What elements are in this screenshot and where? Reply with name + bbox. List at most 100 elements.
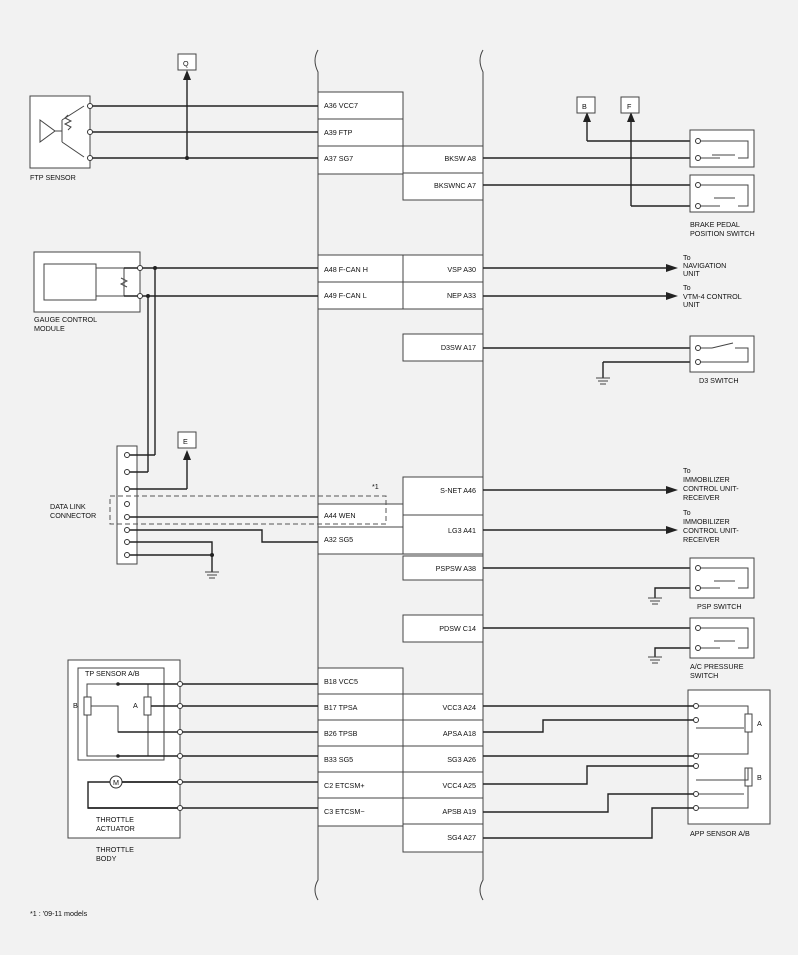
dlc-label-1: DATA LINK — [50, 502, 86, 511]
ref-q-box — [177, 53, 197, 71]
svg-text:To: To — [683, 283, 691, 292]
ref-b: B — [582, 102, 587, 111]
optional-circuit-box — [109, 495, 387, 525]
pin-a8: BKSW A8 — [444, 154, 476, 163]
ecm-left-pin-labels: A36 VCC7 A39 FTP A37 SG7 A48 F-CAN H A49… — [324, 101, 368, 816]
psp-switch-label: PSP SWITCH — [697, 602, 742, 611]
svg-text:To: To — [683, 253, 691, 262]
ref-b-box — [576, 96, 596, 114]
svg-text:UNIT: UNIT — [683, 300, 700, 309]
navigation-destination: To NAVIGATION UNIT — [683, 253, 726, 278]
ref-f: F — [627, 102, 632, 111]
throttle-body-label-1: THROTTLE — [96, 845, 134, 854]
tp-sensor-b-label: B — [73, 701, 78, 710]
svg-text:RECEIVER: RECEIVER — [683, 493, 720, 502]
pin-a38: PSPSW A38 — [436, 564, 476, 573]
app-a-label: A — [757, 719, 762, 728]
pin-a33: NEP A33 — [447, 291, 476, 300]
psp-switch: PSP SWITCH — [689, 557, 755, 611]
svg-text:RECEIVER: RECEIVER — [683, 535, 720, 544]
gauge-control-module: GAUGE CONTROL MODULE — [33, 251, 141, 333]
pin-c14: PDSW C14 — [439, 624, 476, 633]
pin-a18: APSA A18 — [443, 729, 476, 738]
ref-q: Q — [183, 59, 189, 68]
pin-a49: A49 F-CAN L — [324, 291, 367, 300]
ac-pressure-switch: A/C PRESSURE SWITCH — [689, 617, 755, 680]
throttle-body-label-2: BODY — [96, 854, 117, 863]
tp-sensor-label: TP SENSOR A/B — [85, 669, 140, 678]
pin-a27: SG4 A27 — [447, 833, 476, 842]
ground-icon — [648, 597, 662, 605]
pin-a44: A44 WEN — [324, 511, 356, 520]
svg-text:IMMOBILIZER: IMMOBILIZER — [683, 475, 730, 484]
immobilizer-destination-2: To IMMOBILIZER CONTROL UNIT- RECEIVER — [683, 508, 739, 544]
connector-a-upper-left — [317, 91, 404, 175]
connector-a-wen — [317, 503, 404, 555]
throttle-actuator-label-2: ACTUATOR — [96, 824, 135, 833]
throttle-body: TP SENSOR A/B B A M THROTTLE ACTUATOR TH… — [67, 659, 181, 863]
pin-b17: B17 TPSA — [324, 703, 358, 712]
pin-b33: B33 SG5 — [324, 755, 353, 764]
connector-d3sw — [402, 333, 484, 362]
pin-a17: D3SW A17 — [441, 343, 476, 352]
pin-a30: VSP A30 — [447, 265, 476, 274]
ac-switch-label-2: SWITCH — [690, 671, 718, 680]
connector-b-c — [317, 667, 404, 827]
gauge-label-2: MODULE — [34, 324, 65, 333]
app-sensor-label: APP SENSOR A/B — [690, 829, 750, 838]
tp-sensor-a-label: A — [133, 701, 138, 710]
pin-a32: A32 SG5 — [324, 535, 353, 544]
pin-a46: S-NET A46 — [440, 486, 476, 495]
pin-c3: C3 ETCSM− — [324, 807, 365, 816]
svg-text:To: To — [683, 508, 691, 517]
pin-a41: LG3 A41 — [448, 526, 476, 535]
d3-switch-label: D3 SWITCH — [699, 376, 739, 385]
brake-switch-label-2: POSITION SWITCH — [690, 229, 755, 238]
pin-a26: SG3 A26 — [447, 755, 476, 764]
ref-e-box — [177, 431, 197, 449]
vtm4-destination: To VTM-4 CONTROL UNIT — [683, 283, 742, 309]
pin-a19: APSB A19 — [442, 807, 476, 816]
ecm-right-pin-labels: BKSW A8 BKSWNC A7 VSP A30 NEP A33 D3SW A… — [434, 154, 476, 842]
connector-pspsw — [402, 555, 484, 581]
ground-icon — [648, 656, 662, 664]
svg-text:To: To — [683, 466, 691, 475]
motor-label: M — [113, 778, 119, 787]
app-b-label: B — [757, 773, 762, 782]
ftp-sensor-label: FTP SENSOR — [30, 173, 76, 182]
ftp-sensor: FTP SENSOR — [29, 95, 91, 182]
app-sensor: A B APP SENSOR A/B — [687, 689, 771, 838]
ref-f-box — [620, 96, 640, 114]
svg-text:NAVIGATION: NAVIGATION — [683, 261, 726, 270]
connector-app — [402, 693, 484, 853]
immobilizer-destination-1: To IMMOBILIZER CONTROL UNIT- RECEIVER — [683, 466, 739, 502]
pin-a37: A37 SG7 — [324, 154, 353, 163]
pin-a24: VCC3 A24 — [442, 703, 476, 712]
ground-icon — [205, 571, 219, 579]
pin-a36: A36 VCC7 — [324, 101, 358, 110]
ground-icon — [596, 377, 610, 385]
pin-a7: BKSWNC A7 — [434, 181, 476, 190]
pin-a48: A48 F-CAN H — [324, 265, 368, 274]
brake-switch-label-1: BRAKE PEDAL — [690, 220, 740, 229]
dlc-label-2: CONNECTOR — [50, 511, 96, 520]
ref-e: E — [183, 437, 188, 446]
pin-c2: C2 ETCSM+ — [324, 781, 365, 790]
svg-text:CONTROL UNIT-: CONTROL UNIT- — [683, 526, 739, 535]
ac-switch-label-1: A/C PRESSURE — [690, 662, 744, 671]
svg-text:VTM-4 CONTROL: VTM-4 CONTROL — [683, 292, 742, 301]
svg-text:UNIT: UNIT — [683, 269, 700, 278]
ecm-outline — [314, 49, 484, 901]
svg-text:IMMOBILIZER: IMMOBILIZER — [683, 517, 730, 526]
pin-a25: VCC4 A25 — [442, 781, 476, 790]
d3-switch: D3 SWITCH — [689, 335, 755, 385]
footnote: *1 : '09-11 models — [30, 909, 88, 918]
svg-text:CONTROL UNIT-: CONTROL UNIT- — [683, 484, 739, 493]
data-link-connector: DATA LINK CONNECTOR — [50, 445, 138, 565]
pin-b18: B18 VCC5 — [324, 677, 358, 686]
brake-pedal-position-switch: BRAKE PEDAL POSITION SWITCH — [689, 129, 755, 238]
note-mark: *1 — [372, 482, 379, 491]
throttle-actuator-label-1: THROTTLE — [96, 815, 134, 824]
pin-b26: B26 TPSB — [324, 729, 358, 738]
